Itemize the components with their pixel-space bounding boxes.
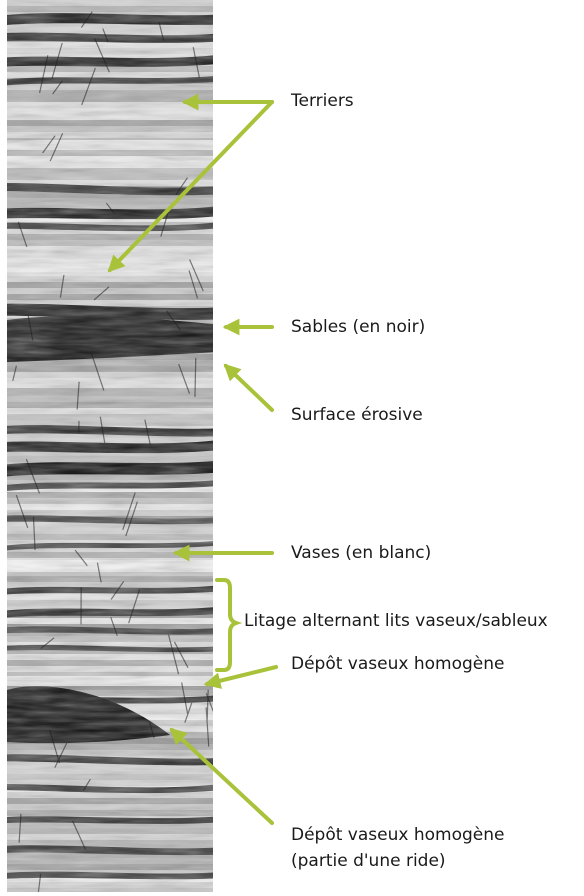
label-vases: Vases (en blanc) xyxy=(291,543,431,564)
label-terriers: Terriers xyxy=(291,91,354,112)
label-litage: Litage alternant lits vaseux/sableux xyxy=(244,611,548,632)
label-depot-ride-line2: (partie d'une ride) xyxy=(291,851,446,872)
litage-bracket xyxy=(217,580,236,670)
surface-arrow xyxy=(226,366,272,410)
label-sables: Sables (en noir) xyxy=(291,317,425,338)
label-depot-homogene: Dépôt vaseux homogène xyxy=(291,654,504,675)
label-surface-erosive: Surface érosive xyxy=(291,405,423,426)
core-sample-image xyxy=(7,0,215,892)
label-depot-ride-line1: Dépôt vaseux homogène xyxy=(291,825,504,846)
